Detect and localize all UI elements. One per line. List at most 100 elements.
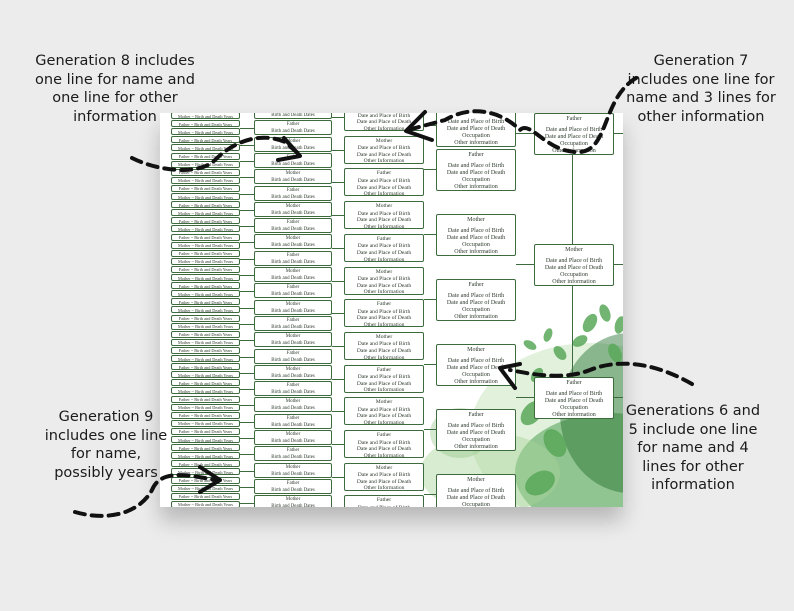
generation-9-box: Mother ~ Birth and Death Years (171, 403, 240, 411)
person-name: Father (566, 116, 582, 122)
person-detail: Other Information (363, 223, 405, 230)
person-detail: Birth and Death Dates (271, 276, 315, 281)
person-name: Mother (285, 269, 301, 274)
generation-9-box: Mother ~ Birth and Death Years (171, 306, 240, 314)
person-name: Mother (285, 236, 301, 242)
person-detail: Date and Place of Birth (447, 293, 505, 299)
connector-line (240, 209, 254, 211)
person-name: Father (376, 366, 392, 373)
annotation-generation-8: Generation 8 includes one line for name … (35, 53, 195, 125)
connector-line (240, 193, 254, 195)
person-detail: Other information (454, 379, 498, 385)
person-detail: Date and Place of Death (356, 315, 412, 322)
person-name: Mother (375, 399, 393, 406)
person-name: Father (286, 415, 300, 421)
person-name: Mother (437, 113, 515, 115)
connector-line (332, 280, 344, 282)
generation-9-box: Father ~ Birth and Death Years (171, 460, 240, 468)
generation-9-box: Mother ~ Birth and Death Years (171, 176, 240, 184)
connector-line (614, 264, 623, 265)
person-name: Father (286, 285, 300, 291)
person-name: Father (376, 170, 392, 177)
generation-9-box: Father ~ Birth and Death Years (171, 233, 240, 241)
connector-line (424, 494, 436, 495)
connector-line (516, 264, 534, 265)
connector-line (424, 364, 436, 365)
person-detail: Date and Place of Birth (357, 406, 411, 413)
person-detail: Birth and Death Dates (271, 357, 315, 363)
person-detail: Occupation (462, 133, 490, 139)
person-name: Father (286, 350, 300, 356)
generation-9-box: Father ~ Birth and Death Years (171, 427, 240, 435)
person-detail: Birth and Death Dates (271, 471, 315, 477)
person-detail: Birth and Death Dates (271, 455, 315, 461)
generation-9-box: Mother ~ Birth and Death Years (171, 387, 240, 395)
person-detail: Other Information (363, 387, 405, 393)
connector-line (516, 133, 534, 134)
person-name: Father (376, 235, 392, 242)
connector-line (332, 378, 344, 380)
person-detail: Birth and Death Dates (271, 113, 315, 118)
generation-9-box: Mother ~ Birth and Death Years (171, 419, 240, 427)
connector-line (240, 275, 254, 276)
generation-9-box: Father ~ Birth and Death Years (171, 298, 240, 306)
connector-line (332, 345, 344, 347)
generation-9-box: Mother ~ Birth and Death Years (171, 241, 240, 249)
person-detail: Other Information (363, 354, 405, 360)
person-name: Father (286, 317, 300, 323)
person-name: Father (468, 282, 484, 288)
connector-line (240, 421, 254, 423)
person-name: Father (376, 301, 392, 308)
person-name: Mother (285, 399, 301, 405)
generation-9-box: Mother ~ Birth and Death Years (171, 338, 240, 346)
person-detail: Date and Place of Birth (357, 145, 411, 152)
person-detail: Date and Place of Birth (357, 177, 411, 184)
connector-line (240, 323, 254, 325)
person-detail: Date and Place of Death (446, 495, 506, 501)
connector-line (424, 169, 436, 170)
person-detail: Date and Place of Birth (357, 276, 411, 283)
person-detail: Birth and Death Dates (271, 259, 315, 265)
person-name: Father (566, 380, 582, 386)
generation-9-box: Father ~ Birth and Death Years (171, 411, 240, 419)
generation-9-box: Father ~ Birth and Death Years (171, 265, 240, 273)
person-detail: Birth and Death Dates (271, 292, 315, 298)
person-name: Mother (467, 477, 485, 483)
person-detail: Date and Place of Birth (447, 163, 505, 169)
person-name: Father (286, 252, 300, 258)
person-detail: Date and Place of Death (446, 365, 506, 371)
person-detail: Other information (454, 249, 498, 255)
generation-9-box: Father ~ Birth and Death Years (171, 249, 240, 257)
person-detail: Birth and Death Dates (271, 178, 315, 184)
person-detail: Date and Place of Birth (357, 472, 411, 479)
generation-9-box: Mother ~ Birth and Death Years (171, 144, 240, 152)
person-detail: Occupation (462, 177, 490, 183)
person-detail: Date and Place of Death (544, 265, 604, 271)
person-detail: Date and Place of Birth (447, 488, 505, 494)
person-detail: Other information (552, 279, 596, 285)
person-detail: Date and Place of Birth (545, 127, 603, 133)
generation-9-box: Father ~ Birth and Death Years (171, 492, 240, 500)
person-detail: Date and Place of Death (544, 134, 604, 140)
person-name: Mother (375, 333, 393, 340)
person-name: Father (286, 448, 300, 454)
connector-line (240, 486, 254, 488)
generation-9-box: Mother ~ Birth and Death Years (171, 257, 240, 265)
person-detail: Birth and Death Dates (271, 439, 315, 444)
generation-9-box: Father ~ Birth and Death Years (171, 330, 240, 338)
person-detail: Date and Place of Death (356, 282, 412, 289)
person-name: Mother (375, 268, 393, 275)
connector-line (240, 405, 254, 407)
connector-line (332, 117, 344, 118)
